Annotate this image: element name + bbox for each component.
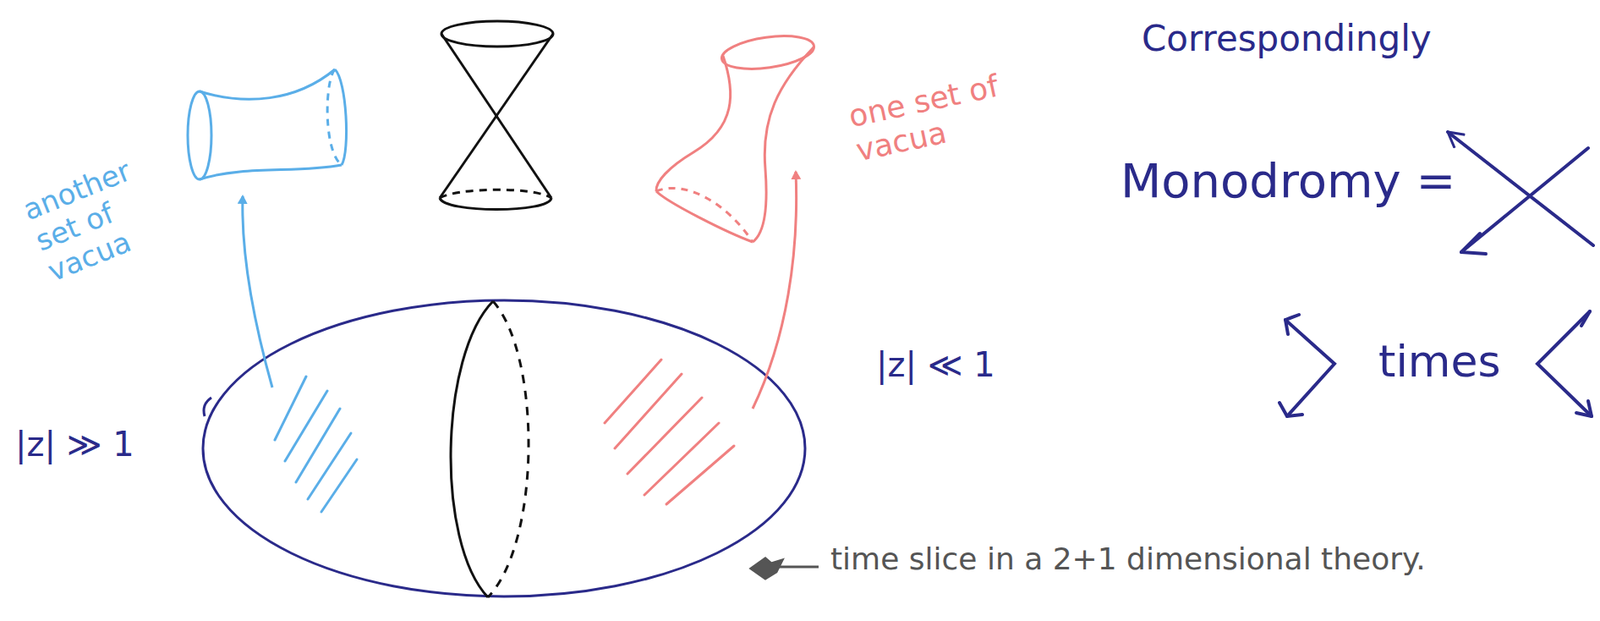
- dividing-circle: [450, 301, 529, 598]
- blue-arrow: [242, 196, 273, 388]
- blue-hyperboloid: [187, 69, 347, 180]
- double-cone: [439, 21, 554, 210]
- red-hyperboloid: [656, 31, 817, 242]
- time-slice: [202, 300, 806, 597]
- caption-note: time slice in a 2+1 dimensional theory.: [830, 541, 1426, 576]
- vacua-label: another set of vacua: [18, 142, 190, 288]
- right-chevron-strand: [1279, 314, 1335, 417]
- region-label: |z| ≪ 1: [876, 345, 996, 384]
- red-hatching: [604, 359, 735, 505]
- blue-hatching: [274, 376, 357, 512]
- left-chevron-strand: [1537, 311, 1592, 417]
- vacua-label: one set of vacua: [845, 65, 1018, 168]
- crossing-symbol: [1447, 131, 1594, 254]
- red-arrow: [752, 171, 797, 409]
- region-label: |z| ≫ 1: [15, 424, 135, 464]
- pointer-arrow: [750, 558, 819, 579]
- times-label: times: [1378, 336, 1502, 388]
- monodromy-label: Monodromy =: [1120, 153, 1456, 209]
- heading-note: Correspondingly: [1141, 18, 1432, 60]
